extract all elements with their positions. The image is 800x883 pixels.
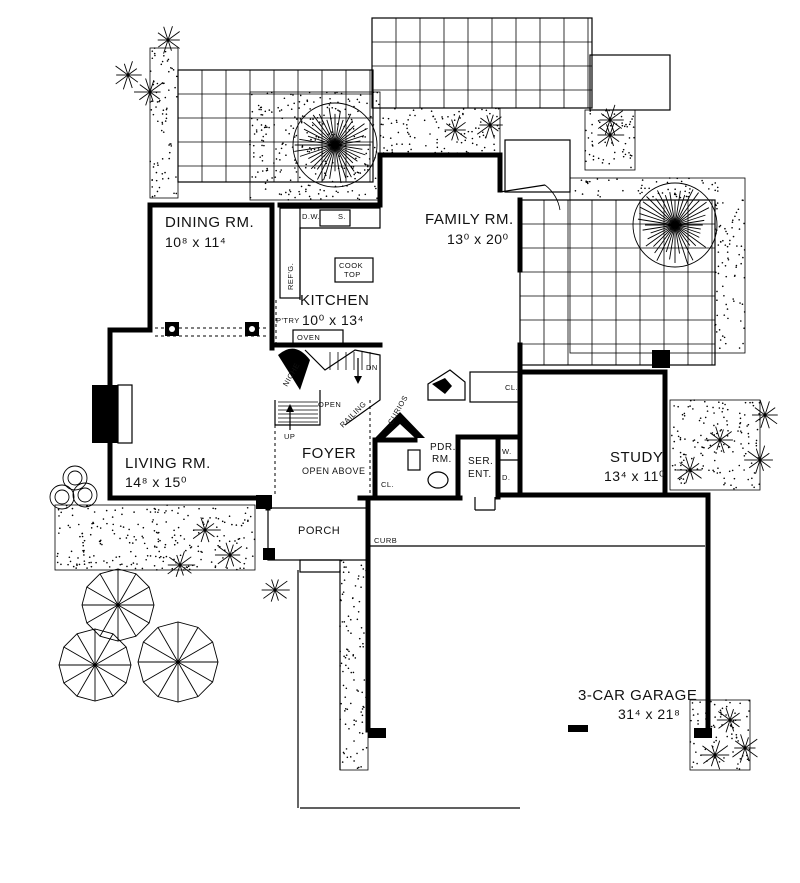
tree-courtyard (292, 102, 378, 188)
railing-label: RAILING (338, 399, 368, 429)
dw-label: D.W. (302, 212, 320, 221)
foyer-sub: OPEN ABOVE (302, 466, 366, 476)
dryer-label: D. (502, 473, 511, 482)
family-room-name: FAMILY RM. (425, 211, 514, 228)
planting-beds (54, 47, 761, 771)
pdr-line2: RM. (432, 454, 452, 465)
labels: DINING RM. 10⁸ x 11⁴ FAMILY RM. 13⁰ x 20… (125, 211, 697, 722)
interior (140, 139, 705, 561)
shrubs (115, 26, 778, 770)
walls (92, 152, 712, 738)
kitchen-dim: 10⁰ x 13⁴ (302, 312, 364, 328)
trees-front-left (58, 568, 219, 703)
down-label: DN (366, 363, 378, 372)
ser-line1: SER. (468, 456, 493, 467)
foyer-closet-label: CL. (381, 480, 394, 489)
tree-right-patio (632, 182, 718, 268)
refrigerator-label: REF'G. (286, 263, 295, 290)
washer-label: W. (502, 447, 512, 456)
garage-dim: 31⁴ x 21⁸ (618, 706, 680, 722)
family-closet-label: CL. (505, 383, 518, 392)
dining-room-name: DINING RM. (165, 214, 254, 231)
porch-name: PORCH (298, 525, 340, 537)
foyer-name: FOYER (302, 445, 356, 462)
study-name: STUDY (610, 449, 663, 466)
oven-label: OVEN (297, 333, 320, 342)
family-room-dim: 13⁰ x 20⁰ (447, 231, 509, 247)
study-dim: 13⁴ x 11⁰ (604, 468, 665, 484)
garage-name: 3-CAR GARAGE (578, 687, 697, 704)
kitchen-name: KITCHEN (300, 292, 369, 309)
cooktop-line1: COOK (339, 261, 363, 270)
pdr-line1: PDR. (430, 442, 456, 453)
cooktop-line2: TOP (344, 270, 361, 279)
up-label: UP (284, 432, 295, 441)
living-room-dim: 14⁸ x 15⁰ (125, 474, 187, 490)
living-room-name: LIVING RM. (125, 455, 211, 472)
curb-label: CURB (374, 536, 397, 545)
patio-top (371, 17, 671, 111)
pantry-label: P'TRY (276, 316, 300, 325)
ser-line2: ENT. (468, 469, 492, 480)
sink-label: S. (338, 212, 346, 221)
dining-room-dim: 10⁸ x 11⁴ (165, 234, 226, 250)
walkway (297, 559, 520, 809)
bushes-left (49, 465, 98, 510)
open-label: OPEN (318, 400, 341, 409)
